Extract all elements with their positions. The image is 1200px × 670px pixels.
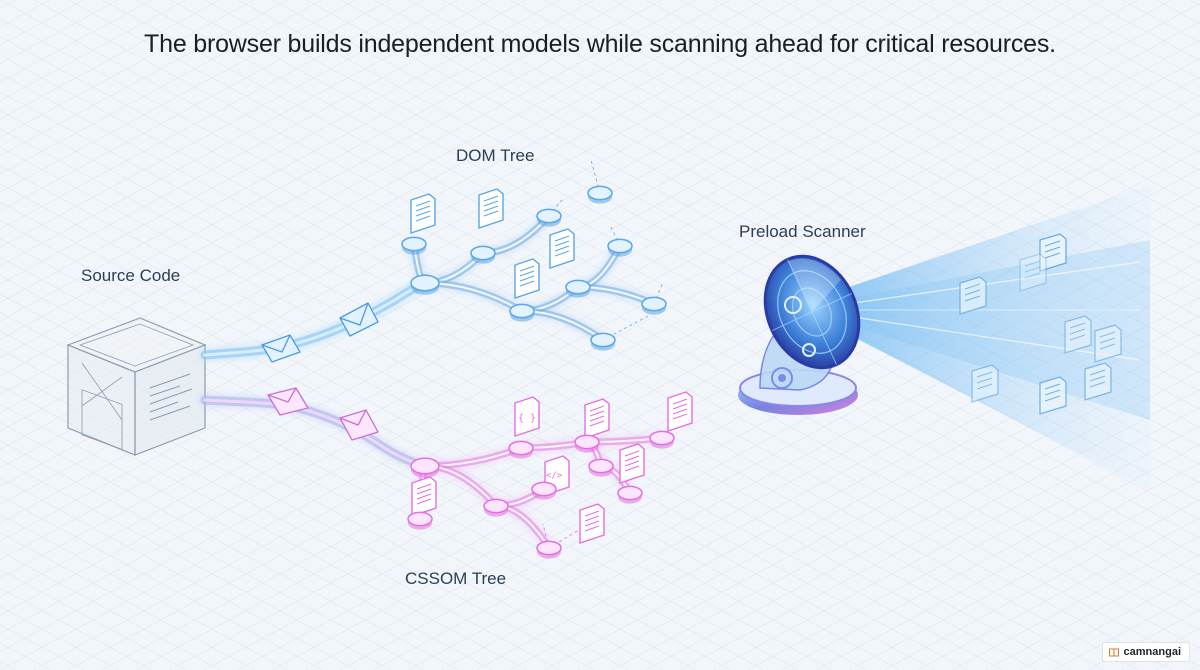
cssom-tree-document-icon bbox=[619, 443, 645, 484]
cssom-tree-nodes bbox=[407, 430, 675, 559]
dom-tree-node bbox=[536, 208, 562, 227]
brand-logo-icon bbox=[1108, 647, 1119, 657]
dom-tree-document-icon bbox=[410, 193, 436, 234]
scanned-resource-icon bbox=[971, 364, 999, 403]
cssom-tree-node bbox=[508, 440, 534, 459]
dom-tree-documents bbox=[410, 188, 575, 299]
svg-text:</>: </> bbox=[546, 471, 563, 481]
dom-tree-node bbox=[565, 279, 591, 298]
source-code-label: Source Code bbox=[81, 266, 181, 285]
scanned-resource-icon bbox=[1019, 253, 1047, 292]
dom-packet-envelope-icon bbox=[339, 302, 379, 337]
cssom-pipe bbox=[200, 395, 430, 471]
cssom-tree-label: CSSOM Tree bbox=[405, 569, 507, 588]
scanned-resource-icon bbox=[1039, 233, 1067, 272]
dom-tree-node bbox=[607, 238, 633, 257]
scanned-resource-icon bbox=[1064, 315, 1092, 354]
cssom-tree-node bbox=[617, 485, 643, 504]
preload-scanner-radar-icon bbox=[738, 254, 861, 415]
scanned-resources bbox=[959, 233, 1122, 415]
scan-beam bbox=[839, 185, 1150, 490]
dom-tree-node bbox=[590, 332, 616, 351]
cssom-tree-node bbox=[407, 511, 433, 530]
dom-tree-node bbox=[470, 245, 496, 264]
cssom-tree-node bbox=[588, 458, 614, 477]
cssom-tree-node bbox=[483, 498, 509, 517]
watermark-text: camnangai bbox=[1123, 646, 1181, 658]
scanned-resource-icon bbox=[959, 276, 987, 315]
scanned-resource-icon bbox=[1094, 324, 1122, 363]
watermark: camnangai bbox=[1101, 642, 1190, 662]
cssom-tree-documents: { } </> bbox=[411, 391, 693, 544]
dom-tree-label: DOM Tree bbox=[456, 146, 535, 165]
page-title: The browser builds independent models wh… bbox=[144, 30, 1056, 58]
dom-tree-node bbox=[509, 303, 535, 322]
cssom-tree-node bbox=[536, 540, 562, 559]
cssom-tree-node bbox=[410, 457, 440, 478]
dom-tree-document-icon bbox=[549, 228, 575, 269]
dom-pipe bbox=[200, 278, 430, 360]
cssom-tree-document-icon bbox=[411, 476, 437, 517]
dom-tree-node bbox=[410, 274, 440, 295]
dom-tree-node bbox=[641, 296, 667, 315]
cssom-tree-document-icon bbox=[579, 503, 605, 544]
cssom-tree: { } </> bbox=[407, 391, 693, 559]
cssom-tree-node bbox=[531, 481, 557, 500]
dom-tree-node bbox=[401, 236, 427, 255]
cssom-tree-node bbox=[574, 434, 600, 453]
dom-packet-envelope-icon bbox=[261, 334, 301, 363]
dom-tree-node bbox=[587, 185, 613, 204]
dom-tree-document-icon bbox=[478, 188, 504, 229]
dom-tree bbox=[401, 159, 667, 351]
dom-tree-document-icon bbox=[514, 258, 540, 299]
scanned-resource-icon bbox=[1084, 362, 1112, 401]
source-code-cube-icon bbox=[66, 317, 207, 456]
cssom-tree-document-icon bbox=[584, 398, 610, 439]
cssom-packet-envelope-icon bbox=[266, 387, 310, 416]
dom-tree-nodes bbox=[401, 185, 667, 351]
scanned-resource-icon bbox=[1039, 376, 1067, 415]
svg-text:{ }: { } bbox=[518, 413, 536, 424]
cssom-tree-document-icon: { } bbox=[514, 396, 540, 437]
cssom-tree-document-icon bbox=[667, 391, 693, 432]
cssom-packet-envelope-icon bbox=[339, 409, 379, 441]
preload-scanner-label: Preload Scanner bbox=[739, 222, 866, 241]
cssom-tree-node bbox=[649, 430, 675, 449]
